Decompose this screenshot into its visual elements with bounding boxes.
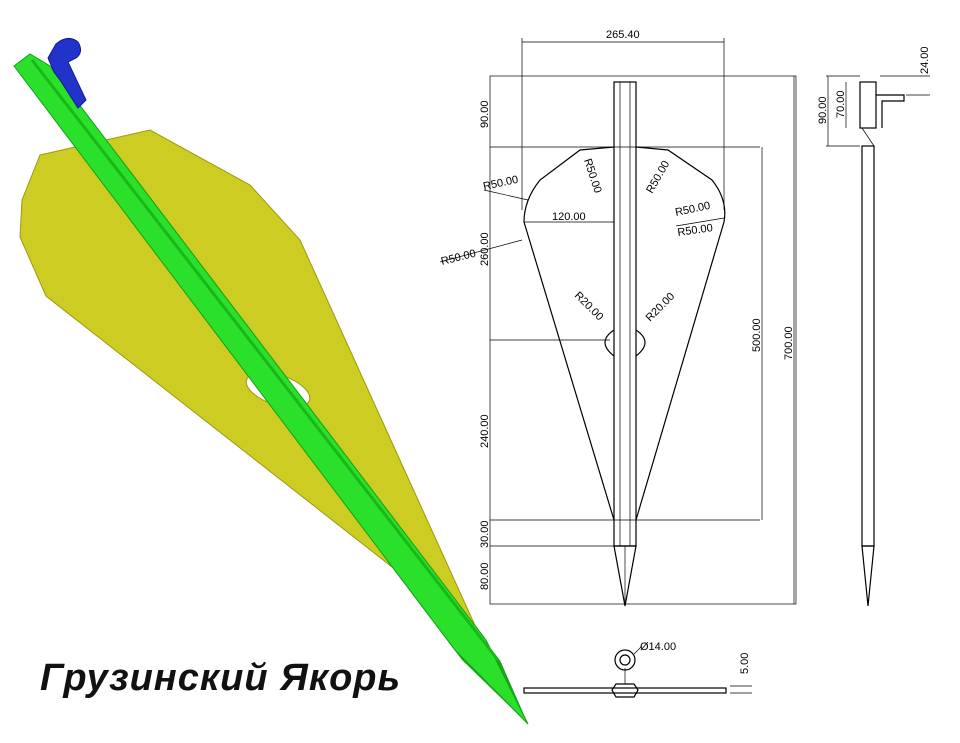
dim-hole-right: R20.00: [644, 291, 678, 325]
dim-gap: 30.00: [479, 520, 491, 548]
rod: [13, 53, 529, 725]
dim-top-height: 90.00: [479, 100, 491, 128]
iso-view: [13, 38, 529, 725]
top-rod: [611, 683, 639, 698]
eye-inner: [619, 654, 631, 666]
top-plate: [523, 687, 727, 694]
hook-icon: [47, 38, 87, 109]
hole: [604, 329, 646, 357]
eye-outer: [614, 649, 636, 671]
side-view: 90.00 70.00 24.00: [817, 46, 931, 607]
dim-radius-e: R50.00: [674, 200, 711, 219]
dim-radius-c: R50.00: [581, 157, 603, 194]
dim-upper-height: 260.00: [479, 232, 491, 266]
blade-outline: [523, 146, 726, 521]
dim-radius-f: R50.00: [677, 222, 714, 239]
drawing-title: Грузинский Якорь: [40, 657, 401, 699]
dim-half-width: 120.00: [552, 211, 586, 223]
dim-blade-total: 500.00: [751, 318, 763, 352]
dim-hole-left: R20.00: [572, 290, 606, 324]
dim-radius-b: R50.00: [440, 248, 477, 268]
top-view: Ø14.00 5.00: [523, 641, 752, 698]
dim-radius-d: R50.00: [644, 159, 672, 196]
side-head: [859, 81, 877, 129]
rod-front: [613, 81, 637, 547]
dim-lower-height: 240.00: [479, 414, 491, 448]
side-tip: [861, 545, 875, 607]
dim-thickness: 5.00: [739, 653, 751, 674]
dim-overall: 700.00: [783, 326, 795, 360]
rod-edge: [30, 59, 500, 661]
dim-side-head: 90.00: [817, 96, 829, 124]
dim-tip: 80.00: [479, 562, 491, 590]
dim-eye: Ø14.00: [640, 641, 676, 653]
dim-width-top: 265.40: [606, 29, 640, 41]
dim-radius-a: R50.00: [482, 174, 519, 193]
front-view: 265.40 90.00 260.00 240.00 30.00 80.00 5…: [440, 29, 797, 607]
dim-side-hook: 70.00: [835, 90, 847, 118]
side-rod: [861, 145, 875, 547]
dim-side-offset: 24.00: [919, 46, 931, 74]
